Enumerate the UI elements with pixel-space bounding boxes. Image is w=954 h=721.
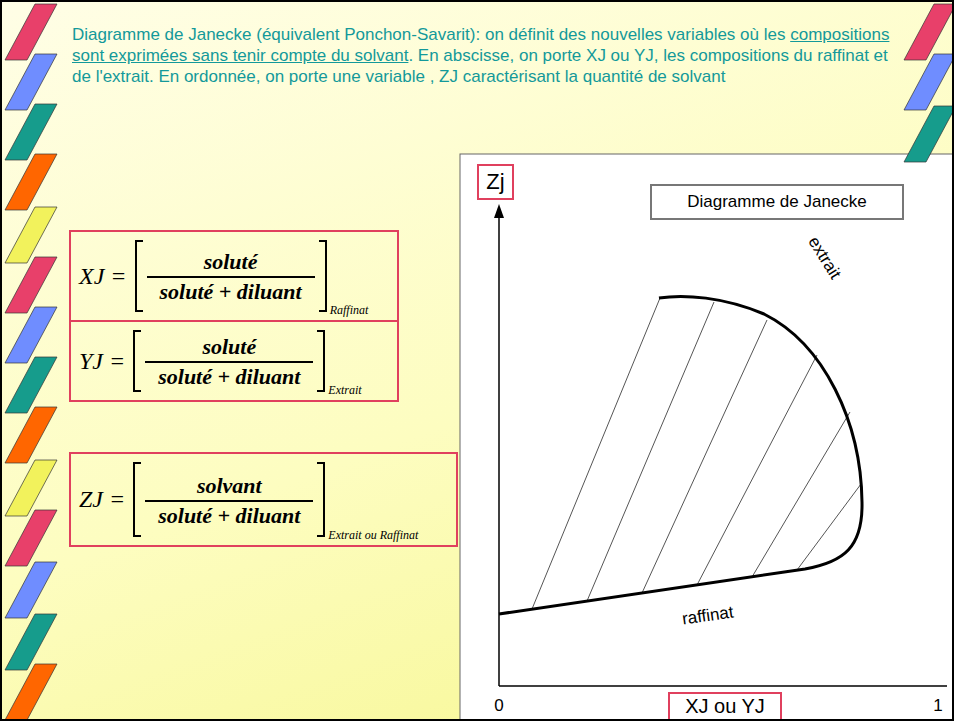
decor-strip	[904, 106, 954, 162]
decor-strip	[5, 307, 57, 363]
decor-strip	[5, 357, 57, 413]
decor-strip	[5, 104, 57, 160]
fraction-numerator: soluté	[204, 249, 258, 275]
formula-box: ZJ = solvant soluté + diluantExtrait ou Ra…	[69, 452, 458, 547]
axis-label-box: Zj	[477, 164, 514, 200]
title-box: Diagramme de Janecke	[650, 184, 904, 220]
intro-text: Diagramme de Janecke (équivalent Ponchon…	[72, 25, 785, 44]
axis-tick: 0	[494, 696, 503, 716]
decor-strip	[5, 460, 57, 516]
formula-subscript: Extrait	[328, 383, 361, 398]
bracket	[133, 330, 141, 392]
z-axis	[498, 216, 500, 686]
fraction-numerator: soluté	[202, 334, 256, 360]
decor-strip	[5, 54, 57, 110]
decor-strip	[5, 562, 57, 618]
fraction-denominator: soluté + diluant	[158, 364, 300, 390]
box-label: Diagramme de Janecke	[687, 192, 867, 212]
box-label: Zj	[486, 169, 504, 195]
decor-strip	[5, 207, 57, 263]
decor-strips	[5, 4, 57, 720]
fraction-line	[147, 276, 315, 278]
tie-lines	[532, 298, 861, 609]
bracket	[135, 240, 143, 312]
fraction-line	[145, 500, 313, 502]
formula-subscript: Raffinat	[330, 303, 369, 318]
binodal-curve	[499, 296, 862, 614]
box-label: XJ ou YJ	[685, 695, 765, 718]
decor-strip	[5, 614, 57, 670]
bracket	[319, 240, 327, 312]
fraction-denominator: soluté + diluant	[160, 279, 302, 305]
formula-lhs: XJ =	[79, 263, 127, 290]
decor-strip	[5, 154, 57, 210]
decor-strip	[904, 54, 954, 110]
decor-strip	[5, 257, 57, 313]
decor-strip	[904, 4, 954, 60]
bracket	[317, 330, 325, 392]
axis-label-box: XJ ou YJ	[668, 692, 782, 721]
decor-strip	[5, 664, 57, 720]
decor-strips	[904, 4, 954, 162]
formula-box: YJ = soluté soluté + diluantExtrait	[69, 320, 399, 402]
formula-lhs: YJ =	[79, 348, 125, 375]
decor-strip	[5, 4, 57, 60]
formula-subscript: Extrait ou Raffinat	[328, 528, 418, 543]
x-axis	[499, 685, 947, 687]
axis-arrowhead	[494, 204, 504, 218]
formula-box: XJ = soluté soluté + diluantRaffinat	[69, 230, 399, 322]
curve-label: raffinat	[681, 603, 735, 630]
fraction-numerator: solvant	[197, 473, 262, 499]
fraction-denominator: soluté + diluant	[158, 503, 300, 529]
bracket	[133, 462, 141, 537]
axis-tick: 1	[933, 696, 942, 716]
formula-lhs: ZJ =	[79, 486, 125, 513]
fraction-line	[145, 361, 313, 363]
bracket	[317, 462, 325, 537]
diagram-panel	[460, 154, 954, 721]
decor-strip	[5, 510, 57, 566]
intro-paragraph: Diagramme de Janecke (équivalent Ponchon…	[72, 24, 902, 87]
curve-label: extrait	[803, 233, 844, 283]
decor-strip	[5, 407, 57, 463]
